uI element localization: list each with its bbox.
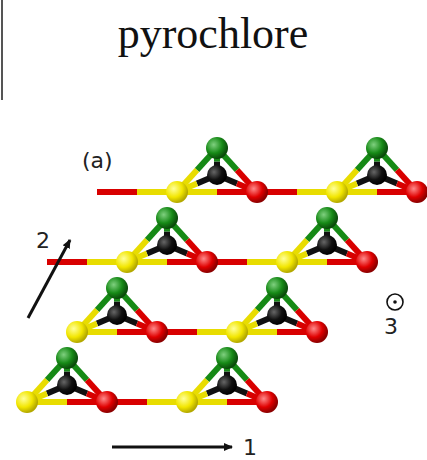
atom (66, 321, 88, 343)
axis-label: 2 (36, 230, 50, 252)
atom (367, 165, 387, 185)
atom (196, 251, 218, 273)
atom (267, 305, 287, 325)
title: pyrochlore (118, 12, 309, 56)
axis-label: 1 (243, 437, 257, 459)
axis-label: 3 (384, 316, 398, 338)
atom (217, 375, 237, 395)
atom (96, 391, 118, 413)
atom (256, 391, 278, 413)
atom (56, 347, 78, 369)
atom (317, 235, 337, 255)
atom (16, 391, 38, 413)
panel-label: (a) (82, 150, 113, 172)
atom (316, 207, 338, 229)
bond (47, 259, 87, 265)
out-of-plane-symbol (387, 294, 403, 310)
atom (366, 137, 388, 159)
atom (116, 251, 138, 273)
atom (57, 375, 77, 395)
atom (216, 347, 238, 369)
atom (206, 137, 228, 159)
atom (306, 321, 328, 343)
frame-line (1, 0, 3, 100)
atom (146, 321, 168, 343)
bond (97, 189, 137, 195)
atom (326, 181, 348, 203)
atom (106, 277, 128, 299)
atom (107, 305, 127, 325)
atom (246, 181, 268, 203)
atom (166, 181, 188, 203)
out-of-plane-symbol (393, 300, 397, 304)
atom (156, 207, 178, 229)
atom (266, 277, 288, 299)
axis-arrow (112, 446, 232, 449)
atom (157, 235, 177, 255)
atom (226, 321, 248, 343)
atom (356, 251, 378, 273)
atom (207, 165, 227, 185)
atom (176, 391, 198, 413)
atom (276, 251, 298, 273)
atom (406, 181, 427, 203)
